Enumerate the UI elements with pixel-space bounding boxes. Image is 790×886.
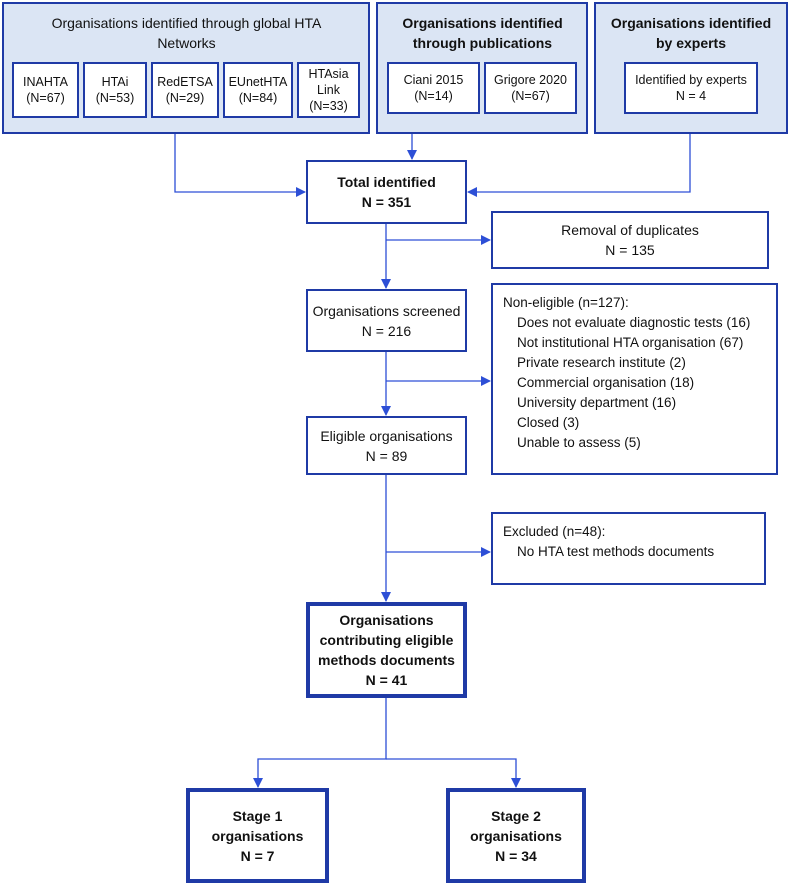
network-count: (N=84) — [238, 91, 278, 105]
eligible-count: N = 89 — [365, 447, 408, 464]
contributing-count: N = 41 — [365, 672, 408, 688]
publication-name: Grigore 2020 — [494, 73, 567, 87]
networks-title: Organisations identified through global … — [51, 15, 322, 51]
screened-count: N = 216 — [361, 322, 412, 339]
excluded-box: Excluded (n=48): No HTA test methods doc… — [491, 512, 766, 585]
network-item-redetsa: RedETSA (N=29) — [151, 62, 219, 118]
network-count: (N=67) — [26, 91, 65, 105]
network-count: (N=29) — [165, 91, 205, 105]
stage2-box: Stage 2 organisations N = 34 — [446, 788, 586, 883]
contributing-line1: Organisations — [339, 612, 434, 628]
non-eligible-box: Non-eligible (n=127): Does not evaluate … — [491, 283, 778, 475]
total-count: N = 351 — [361, 194, 412, 210]
network-item-eunethta: EUnetHTA (N=84) — [223, 62, 293, 118]
arrow-experts-to-total — [467, 134, 691, 197]
publication-count: (N=14) — [414, 89, 453, 103]
network-item-htasia: HTAsia Link (N=33) — [297, 62, 360, 118]
non-eligible-reason: Unable to assess (5) — [517, 435, 641, 450]
stage2-line1: Stage 2 — [491, 807, 541, 824]
contributing-line2: contributing eligible — [319, 632, 454, 648]
experts-item: Identified by experts N = 4 — [624, 62, 758, 114]
excluded-list: Excluded (n=48): No HTA test methods doc… — [503, 522, 714, 562]
total-identified-box: Total identified N = 351 — [306, 160, 467, 224]
non-eligible-reason: Commercial organisation (18) — [517, 375, 695, 390]
total-label: Total identified — [337, 174, 436, 190]
duplicates-label: Removal of duplicates — [561, 222, 699, 238]
non-eligible-list: Non-eligible (n=127): Does not evaluate … — [503, 293, 750, 453]
networks-source-box: Organisations identified through global … — [2, 2, 370, 134]
duplicates-count: N = 135 — [605, 242, 655, 258]
publications-title: Organisations identified through publica… — [402, 15, 563, 51]
experts-source-box: Organisations identified by experts Iden… — [594, 2, 788, 134]
stage2-count: N = 34 — [495, 847, 537, 864]
network-count: (N=53) — [95, 91, 135, 105]
screened-label: Organisations screened — [312, 302, 461, 319]
contributing-line3: methods documents — [318, 652, 455, 668]
non-eligible-reason: Private research institute (2) — [517, 355, 686, 370]
network-count: (N=33) — [309, 99, 348, 113]
network-item-inahta: INAHTA (N=67) — [12, 62, 79, 118]
eligible-label: Eligible organisations — [320, 427, 453, 444]
network-name: EUnetHTA — [228, 75, 288, 89]
non-eligible-reason: Closed (3) — [517, 415, 580, 430]
publications-source-box: Organisations identified through publica… — [376, 2, 588, 134]
network-name: INAHTA — [23, 75, 68, 89]
stage1-line1: Stage 1 — [232, 807, 283, 824]
eligible-box: Eligible organisations N = 89 — [306, 416, 467, 475]
arrow-to-stage2 — [386, 758, 521, 788]
duplicates-box: Removal of duplicates N = 135 — [491, 211, 769, 269]
non-eligible-reason: University department (16) — [517, 395, 677, 410]
non-eligible-title: Non-eligible (n=127): — [503, 295, 629, 310]
non-eligible-reason: Does not evaluate diagnostic tests (16) — [517, 315, 751, 330]
publication-item-grigore: Grigore 2020 (N=67) — [484, 62, 577, 114]
excluded-reason: No HTA test methods documents — [517, 544, 715, 559]
experts-title: Organisations identified by experts — [610, 15, 772, 51]
contributing-box: Organisations contributing eligible meth… — [306, 602, 467, 698]
stage1-count: N = 7 — [240, 847, 275, 864]
network-item-htai: HTAi (N=53) — [83, 62, 147, 118]
publication-item-ciani: Ciani 2015 (N=14) — [387, 62, 480, 114]
stage2-line2: organisations — [470, 827, 562, 844]
stage1-box: Stage 1 organisations N = 7 — [186, 788, 329, 883]
network-name: HTAi — [101, 75, 129, 89]
network-name: RedETSA — [157, 75, 213, 89]
screened-box: Organisations screened N = 216 — [306, 289, 467, 352]
experts-count: N = 4 — [675, 89, 707, 103]
stage1-line2: organisations — [211, 827, 304, 844]
arrow-networks-to-total — [174, 134, 306, 197]
experts-name: Identified by experts — [635, 73, 747, 87]
publication-count: (N=67) — [511, 89, 550, 103]
publication-name: Ciani 2015 — [403, 73, 464, 87]
excluded-title: Excluded (n=48): — [503, 524, 606, 539]
non-eligible-reason: Not institutional HTA organisation (67) — [517, 335, 744, 350]
arrow-to-stage1 — [253, 698, 387, 788]
network-name: HTAsia Link — [308, 67, 349, 97]
